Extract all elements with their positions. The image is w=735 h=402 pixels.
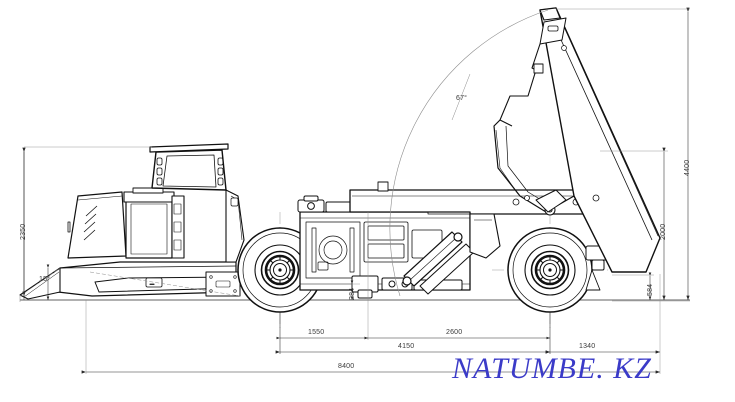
tipping-angle-leader <box>451 73 471 121</box>
dim-label-articulation-to-rear-axle: 2600 <box>446 329 463 336</box>
dim-ground-clearance-rear <box>612 272 654 300</box>
dim-length-overall <box>81 300 661 374</box>
dim-label-length-overall: 8400 <box>338 363 355 370</box>
dim-label-height-rear-body: 2000 <box>660 223 667 240</box>
dim-label-wheelbase: 4150 <box>398 343 415 350</box>
svg-text:—: — <box>150 281 154 286</box>
dim-departure-angle <box>19 264 241 302</box>
dim-height-tipping <box>556 7 690 302</box>
dim-label-height-tipping: 4400 <box>684 159 691 176</box>
dim-label-ground-clearance-mid: 284 <box>349 287 356 300</box>
dim-chain-axle-spacing <box>276 212 551 340</box>
dim-label-ground-clearance-rear: 584 <box>647 283 654 296</box>
watermark-text: NATUMBE. KZ <box>452 352 652 385</box>
dim-label-tipping-angle: 67° <box>456 95 468 102</box>
dim-label-departure-angle: 15° <box>39 276 51 283</box>
tipping-arc <box>389 9 549 297</box>
rear-wheel <box>507 227 593 313</box>
dim-height-rear-body <box>600 147 668 300</box>
dim-label-front-axle-to-articulation: 1550 <box>308 329 325 336</box>
centre-chassis-module <box>297 181 601 299</box>
dim-ground-clearance-mid <box>340 280 360 300</box>
dim-label-rear-overhang: 1340 <box>579 343 596 350</box>
dim-rear-overhang <box>545 274 661 354</box>
dim-height-front <box>22 146 152 300</box>
dump-body-raised <box>493 7 661 273</box>
dim-label-height-front: 2350 <box>20 223 27 240</box>
front-module: — <box>19 143 245 300</box>
